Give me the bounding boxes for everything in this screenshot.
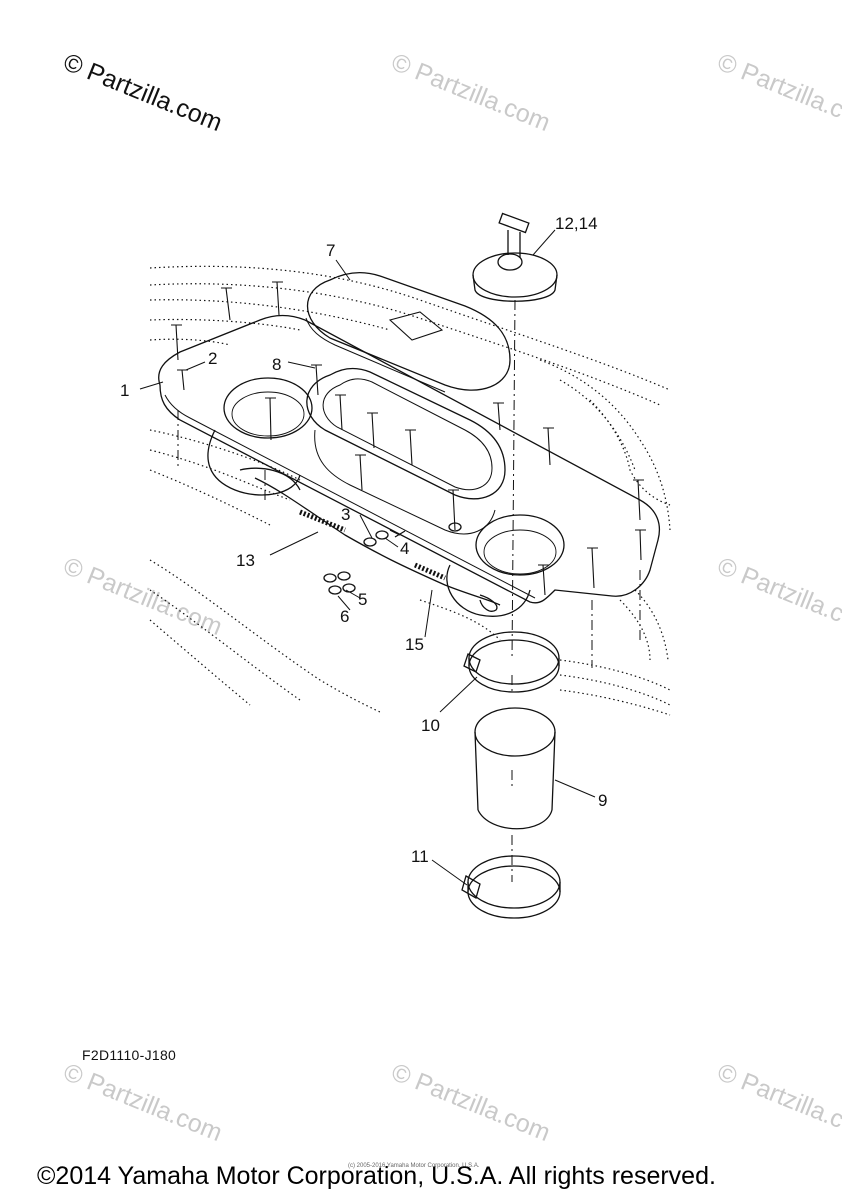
hose-tube — [474, 707, 556, 830]
copyright-footer: ©2014 Yamaha Motor Corporation, U.S.A. A… — [37, 1162, 716, 1190]
callout-15: 15 — [405, 635, 424, 654]
oval-frame — [306, 367, 506, 535]
small-credit-line: (c) 2005-2016 Yamaha Motor Corporation, … — [348, 1163, 480, 1169]
callout-7: 7 — [326, 241, 335, 260]
hose-openings — [207, 429, 531, 617]
callout-11: 11 — [411, 847, 429, 866]
deck-plate-outline — [158, 314, 661, 604]
callout-2: 2 — [208, 349, 217, 368]
callout-1: 1 — [120, 381, 129, 400]
lid-cover — [305, 271, 511, 393]
callout-13: 13 — [236, 551, 255, 570]
callout-5: 5 — [358, 590, 367, 609]
hose-clamp-upper — [463, 631, 560, 693]
vent-cap-assembly — [472, 212, 558, 302]
callout-10: 10 — [421, 716, 440, 735]
callout-3: 3 — [341, 505, 350, 524]
hull-contour-lines — [149, 265, 671, 716]
screws — [171, 281, 646, 596]
callout-8: 8 — [272, 355, 281, 374]
callout-4: 4 — [400, 539, 409, 558]
assembly-guide-lines — [177, 299, 641, 882]
hose-clamp-lower — [461, 855, 561, 919]
leader-lines — [139, 229, 596, 886]
figure-code: F2D1110-J180 — [82, 1047, 177, 1063]
callout-6: 6 — [340, 607, 349, 626]
spring-assembly — [254, 477, 501, 612]
callout-9: 9 — [598, 791, 607, 810]
callout-12-14: 12,14 — [555, 214, 598, 233]
